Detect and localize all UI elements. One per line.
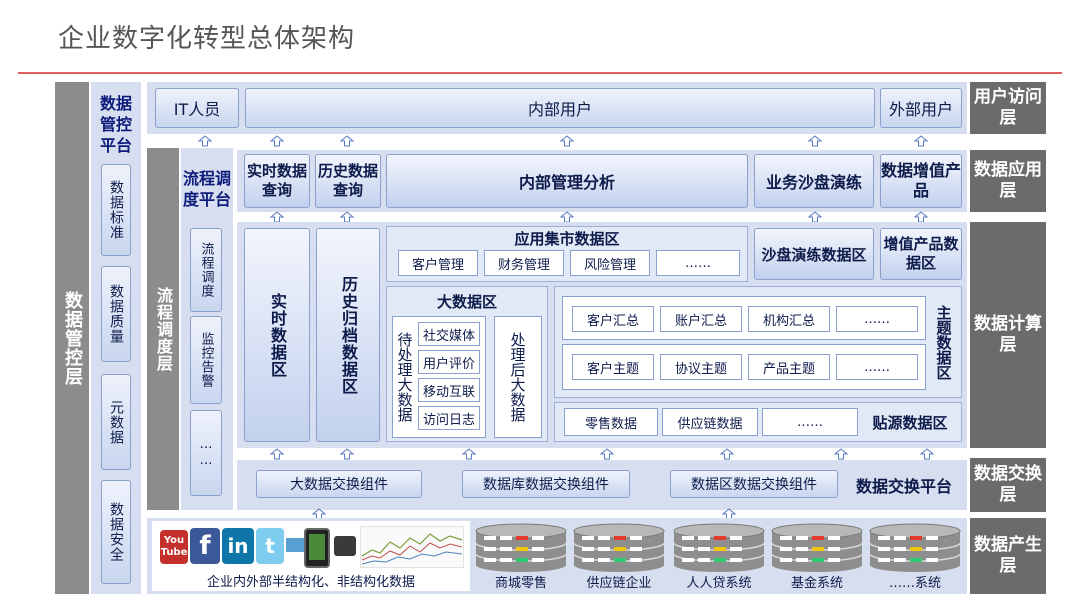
source-zone-label: 贴源数据区 bbox=[872, 413, 948, 432]
summary-item-more[interactable]: …… bbox=[836, 306, 918, 332]
subject-item-agreement[interactable]: 协议主题 bbox=[660, 354, 742, 380]
external-users-box[interactable]: 外部用户 bbox=[880, 88, 962, 128]
database-icon bbox=[474, 523, 568, 573]
up-arrow-icon bbox=[600, 448, 614, 460]
pending-bigdata-label: 待处理大数据 bbox=[395, 332, 414, 422]
it-staff-box[interactable]: IT人员 bbox=[155, 88, 239, 128]
governance-layer-label: 数据管控层 bbox=[55, 82, 89, 594]
realtime-data-zone[interactable]: 实时数据区 bbox=[244, 228, 310, 442]
value-product-data-zone[interactable]: 增值产品数据区 bbox=[880, 228, 962, 280]
system-label-supply-chain: 供应链企业 bbox=[586, 575, 652, 591]
social-sources-caption: 企业内外部半结构化、非结构化数据 bbox=[206, 574, 415, 590]
scheduling-item-more[interactable]: …… bbox=[190, 410, 222, 496]
system-label-other: ……系统 bbox=[888, 575, 941, 591]
pending-item-social-media[interactable]: 社交媒体 bbox=[418, 322, 480, 346]
subject-item-more[interactable]: …… bbox=[836, 354, 918, 380]
system-label-fund: 基金系统 bbox=[790, 575, 843, 591]
system-label-p2p-lending: 人人贷系统 bbox=[686, 575, 752, 591]
up-arrow-icon bbox=[340, 448, 354, 460]
history-query-box[interactable]: 历史数据查询 bbox=[315, 154, 381, 208]
scheduling-item-dispatch[interactable]: 流程调度 bbox=[190, 228, 222, 312]
up-arrow-icon bbox=[270, 448, 284, 460]
pending-item-access-log[interactable]: 访问日志 bbox=[418, 406, 480, 430]
governance-item-security[interactable]: 数据安全 bbox=[101, 480, 131, 584]
page-title: 企业数字化转型总体架构 bbox=[58, 24, 356, 54]
bigdata-exchange-component[interactable]: 大数据交换组件 bbox=[256, 470, 422, 498]
db-exchange-component[interactable]: 数据库数据交换组件 bbox=[462, 470, 630, 498]
up-arrow-icon bbox=[560, 135, 574, 147]
value-added-product-box[interactable]: 数据增值产品 bbox=[880, 154, 962, 208]
summary-item-institution[interactable]: 机构汇总 bbox=[748, 306, 830, 332]
scheduling-layer-label: 流程调度层 bbox=[147, 148, 179, 510]
database-icon bbox=[572, 523, 666, 573]
cable-graphic bbox=[286, 538, 304, 552]
up-arrow-icon bbox=[462, 448, 476, 460]
sandbox-drill-box[interactable]: 业务沙盘演练 bbox=[754, 154, 874, 208]
history-archive-zone[interactable]: 历史归档数据区 bbox=[316, 228, 380, 442]
sandbox-data-zone[interactable]: 沙盘演练数据区 bbox=[754, 228, 874, 280]
governance-platform-title: 数据管控平台 bbox=[99, 93, 132, 155]
layer-data-exchange: 数据交换层 bbox=[970, 458, 1046, 512]
processed-bigdata-box[interactable]: 处理后大数据 bbox=[494, 316, 542, 438]
bigdata-title: 大数据区 bbox=[436, 292, 497, 311]
subject-item-customer[interactable]: 客户主题 bbox=[572, 354, 654, 380]
facebook-icon: f bbox=[190, 528, 220, 564]
device-icon bbox=[334, 536, 356, 556]
title-divider bbox=[18, 72, 1062, 74]
layer-data-compute: 数据计算层 bbox=[970, 222, 1046, 448]
system-label-mall-retail: 商城零售 bbox=[494, 575, 547, 591]
internal-users-box[interactable]: 内部用户 bbox=[245, 88, 875, 128]
mart-item-finance[interactable]: 财务管理 bbox=[484, 250, 564, 276]
linkedin-icon: in bbox=[222, 528, 254, 564]
mart-item-more[interactable]: …… bbox=[656, 250, 740, 276]
exchange-platform-label: 数据交换平台 bbox=[855, 477, 952, 496]
database-icon bbox=[770, 523, 864, 573]
chart-thumbnail bbox=[360, 526, 464, 568]
zone-exchange-component[interactable]: 数据区数据交换组件 bbox=[670, 470, 838, 498]
mgmt-analysis-box[interactable]: 内部管理分析 bbox=[386, 154, 748, 208]
twitter-icon: t bbox=[256, 528, 284, 564]
mart-item-risk[interactable]: 风险管理 bbox=[570, 250, 650, 276]
up-arrow-icon bbox=[270, 135, 284, 147]
governance-item-standard[interactable]: 数据标准 bbox=[101, 164, 131, 256]
app-mart-title: 应用集市数据区 bbox=[514, 229, 620, 248]
source-item-retail[interactable]: 零售数据 bbox=[564, 408, 658, 436]
pending-item-user-review[interactable]: 用户评价 bbox=[418, 350, 480, 374]
realtime-query-box[interactable]: 实时数据查询 bbox=[244, 154, 310, 208]
source-item-more[interactable]: …… bbox=[762, 408, 858, 436]
up-arrow-icon bbox=[340, 135, 354, 147]
up-arrow-icon bbox=[920, 448, 934, 460]
up-arrow-icon bbox=[834, 448, 848, 460]
summary-item-account[interactable]: 账户汇总 bbox=[660, 306, 742, 332]
summary-item-customer[interactable]: 客户汇总 bbox=[572, 306, 654, 332]
scheduling-item-monitor[interactable]: 监控告警 bbox=[190, 316, 222, 404]
subject-item-product[interactable]: 产品主题 bbox=[748, 354, 830, 380]
layer-data-source: 数据产生层 bbox=[970, 518, 1046, 594]
governance-item-quality[interactable]: 数据质量 bbox=[101, 266, 131, 362]
phone-icon bbox=[304, 528, 330, 568]
pending-item-mobile[interactable]: 移动互联 bbox=[418, 378, 480, 402]
layer-data-application: 数据应用层 bbox=[970, 150, 1046, 212]
up-arrow-icon bbox=[808, 135, 822, 147]
database-icon bbox=[868, 523, 962, 573]
mart-item-customer[interactable]: 客户管理 bbox=[398, 250, 478, 276]
subject-zone-label: 主题数据区 bbox=[934, 304, 953, 380]
up-arrow-icon bbox=[720, 448, 734, 460]
scheduling-platform-title: 流程调度平台 bbox=[183, 169, 232, 209]
governance-item-metadata[interactable]: 元数据 bbox=[101, 374, 131, 470]
up-arrow-icon bbox=[198, 135, 212, 147]
layer-user-access: 用户访问层 bbox=[970, 82, 1046, 134]
database-icon bbox=[672, 523, 766, 573]
source-item-supply-chain[interactable]: 供应链数据 bbox=[662, 408, 758, 436]
up-arrow-icon bbox=[914, 135, 928, 147]
